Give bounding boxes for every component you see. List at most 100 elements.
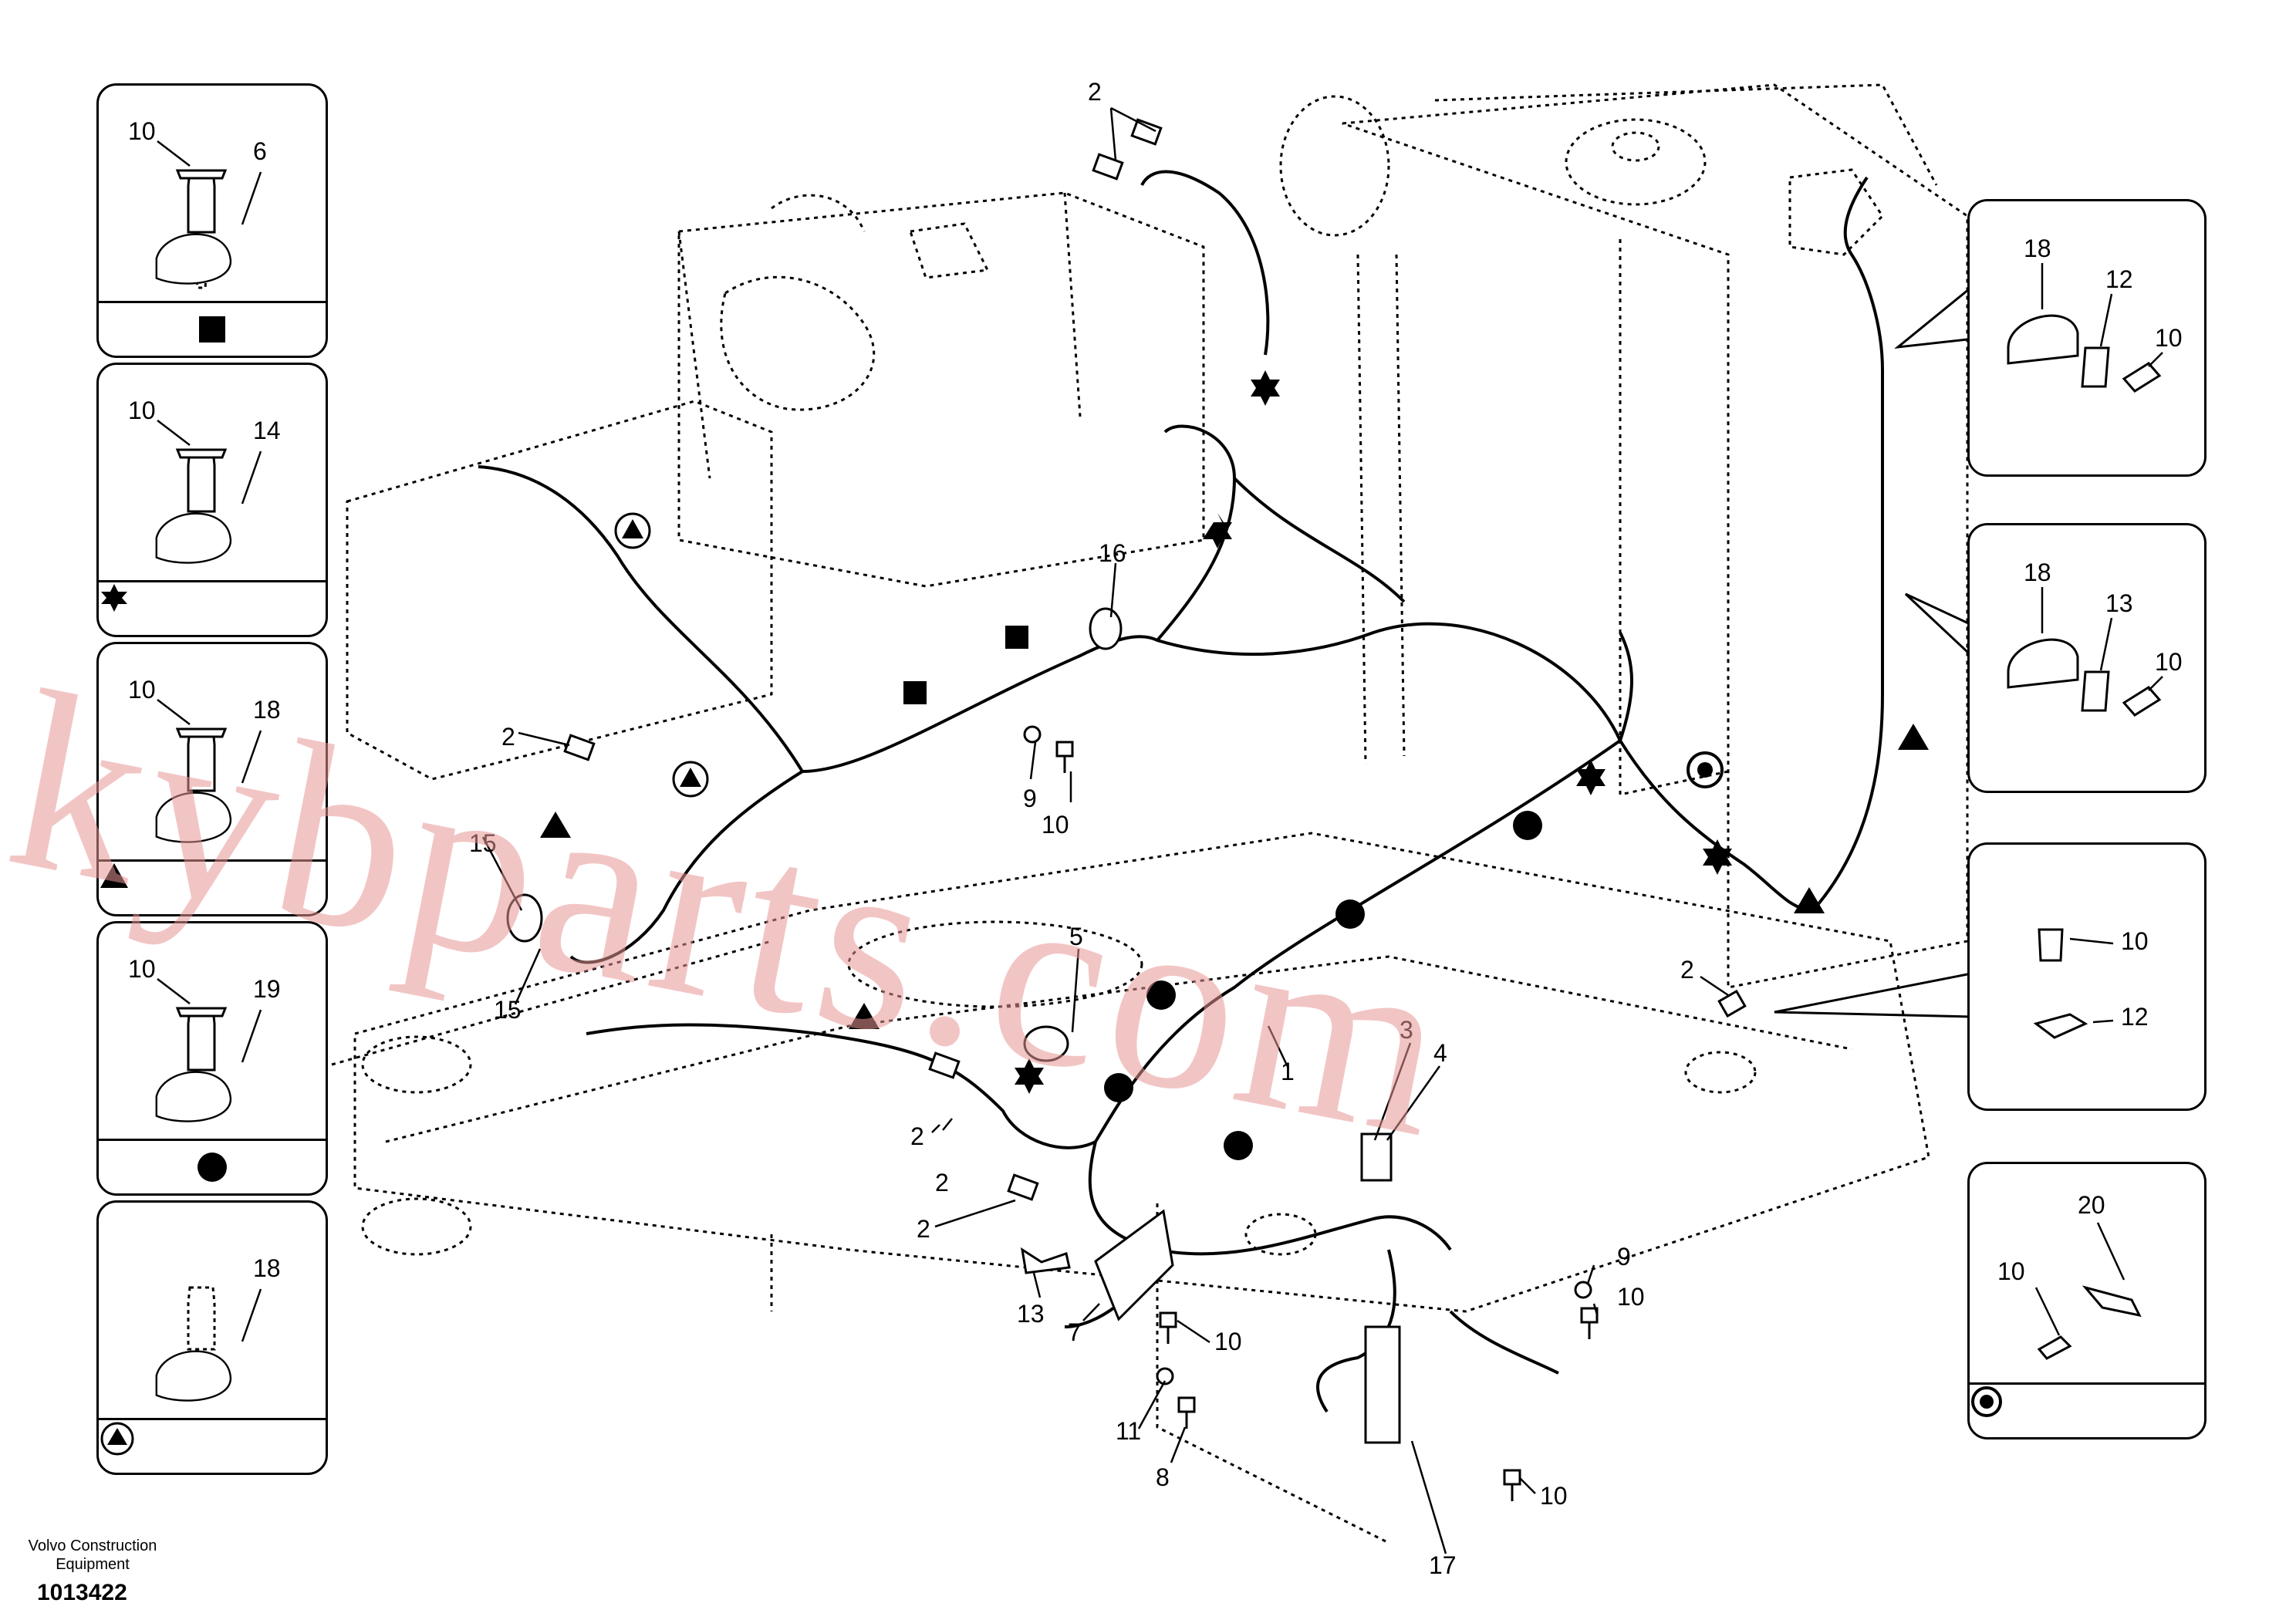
detail-label: 13 <box>2105 589 2133 617</box>
detail-label: 10 <box>2121 927 2149 955</box>
star-marker <box>1203 513 1232 548</box>
callout-label: 17 <box>1429 1551 1457 1579</box>
callout-label: 11 <box>1116 1417 1141 1445</box>
callout-label: 2 <box>910 1122 924 1150</box>
triangle-marker <box>100 863 128 888</box>
legend-box-square: 10 6 <box>96 83 328 358</box>
circle-marker <box>1146 980 1176 1010</box>
legend-symbol-circle <box>99 1139 326 1193</box>
clip-fastener: 10 18 <box>128 676 281 843</box>
star-marker <box>101 584 127 612</box>
triangle-marker <box>1898 724 1929 750</box>
circle-triangle-marker <box>672 761 709 798</box>
detail-label: 18 <box>2024 235 2051 262</box>
leader-lines <box>481 106 1729 1554</box>
circle-triangle-marker <box>100 1422 134 1456</box>
detail-label: 18 <box>2024 559 2051 586</box>
callout-label: 2 <box>1680 956 1694 984</box>
callout-label: 10 <box>1617 1283 1645 1311</box>
bracket-detail: 20 10 <box>1997 1191 2142 1360</box>
callout-label: 10 <box>1540 1482 1568 1510</box>
detail-label: 10 <box>2155 648 2183 676</box>
callout-label: 3 <box>1400 1016 1413 1044</box>
circle-marker <box>1224 1131 1253 1160</box>
callout-label: 15 <box>494 996 522 1024</box>
clip-fastener: 18 <box>155 1254 281 1402</box>
circle-marker <box>1104 1073 1133 1102</box>
legend-part-number: 19 <box>253 975 281 1003</box>
legend-part-number: 14 <box>253 417 281 444</box>
star-marker <box>1703 839 1732 875</box>
detail-label: 12 <box>2121 1003 2149 1031</box>
connectors <box>506 118 1747 1444</box>
callout-label: 10 <box>1042 811 1069 839</box>
legend-symbol-star <box>99 580 326 635</box>
callout-label: 8 <box>1156 1463 1170 1491</box>
circle-marker <box>1513 811 1542 840</box>
callout-label: 10 <box>1214 1328 1242 1355</box>
route-symbols <box>540 370 1929 1160</box>
detail-box-1: 18 12 10 <box>1967 199 2207 477</box>
triangle-marker <box>540 812 571 838</box>
target-marker <box>1687 751 1724 788</box>
clip-fastener: 10 19 <box>128 955 281 1122</box>
machine-outline <box>331 83 1969 1544</box>
circle-marker <box>198 1153 227 1182</box>
legend-box-circle: 10 19 <box>96 921 328 1196</box>
legend-box-triangle: 10 18 <box>96 642 328 916</box>
legend-box-circle-triangle: 18 <box>96 1200 328 1475</box>
drawing-number: 1013422 <box>37 1580 127 1605</box>
callout-label: 9 <box>1023 785 1037 812</box>
detail-label: 12 <box>2105 265 2133 293</box>
triangle-marker <box>849 1003 880 1029</box>
circle-triangle-marker <box>680 768 701 787</box>
wire-harness <box>478 170 1884 1413</box>
circle-marker <box>1335 899 1365 929</box>
legend-bolt-number: 10 <box>128 676 156 704</box>
legend-symbol-target <box>1970 1382 2204 1437</box>
company-name: Volvo Construction Equipment <box>28 1537 157 1573</box>
callout-label: 16 <box>1099 539 1126 567</box>
legend-bolt-number: 10 <box>128 397 156 424</box>
legend-symbol-square <box>99 301 326 356</box>
callout-label: 4 <box>1433 1039 1447 1067</box>
star-marker <box>1251 370 1280 406</box>
detail-box-3: 10 12 <box>1967 842 2207 1111</box>
target-marker <box>1971 1386 2002 1417</box>
callout-label: 15 <box>469 829 497 857</box>
triangle-marker <box>1794 887 1825 913</box>
clip-fastener: 10 14 <box>128 397 281 564</box>
clip-bracket-detail: 18 12 10 <box>2007 235 2183 393</box>
detail-pointers <box>1774 288 1976 1018</box>
callout-label: 5 <box>1069 923 1083 950</box>
detail-label: 10 <box>1997 1257 2025 1285</box>
detail-box-4: 20 10 <box>1967 1162 2207 1439</box>
fasteners <box>1020 725 1599 1501</box>
clip-bracket-detail: 18 13 10 <box>2007 559 2183 717</box>
callout-label: 7 <box>1068 1318 1082 1346</box>
callout-label: 2 <box>935 1169 949 1196</box>
star-marker <box>1015 1058 1044 1094</box>
detail-label: 20 <box>2078 1191 2105 1219</box>
circle-triangle-marker <box>614 512 651 549</box>
square-marker <box>903 681 927 704</box>
circle-triangle-marker <box>622 519 643 538</box>
legend-part-number: 18 <box>253 696 281 724</box>
legend-symbol-circle-triangle <box>99 1418 326 1473</box>
callout-label: 9 <box>1617 1243 1631 1271</box>
clip-fastener: 10 6 <box>128 117 267 289</box>
callout-label: 2 <box>1088 78 1102 106</box>
callout-label: 13 <box>1017 1300 1045 1328</box>
legend-part-number: 18 <box>253 1254 281 1282</box>
square-marker <box>199 316 225 343</box>
callout-labels: 2 2 16 9 10 2 15 15 5 1 3 4 2 2 13 7 10 … <box>469 78 1694 1579</box>
bracket-detail: 10 12 <box>2033 927 2149 1039</box>
star-marker <box>1576 760 1606 795</box>
detail-label: 10 <box>2155 324 2183 352</box>
callout-label: 2 <box>501 723 515 751</box>
legend-symbol-triangle <box>99 859 326 914</box>
detail-box-2: 18 13 10 <box>1967 523 2207 793</box>
callout-label: 1 <box>1281 1058 1295 1085</box>
